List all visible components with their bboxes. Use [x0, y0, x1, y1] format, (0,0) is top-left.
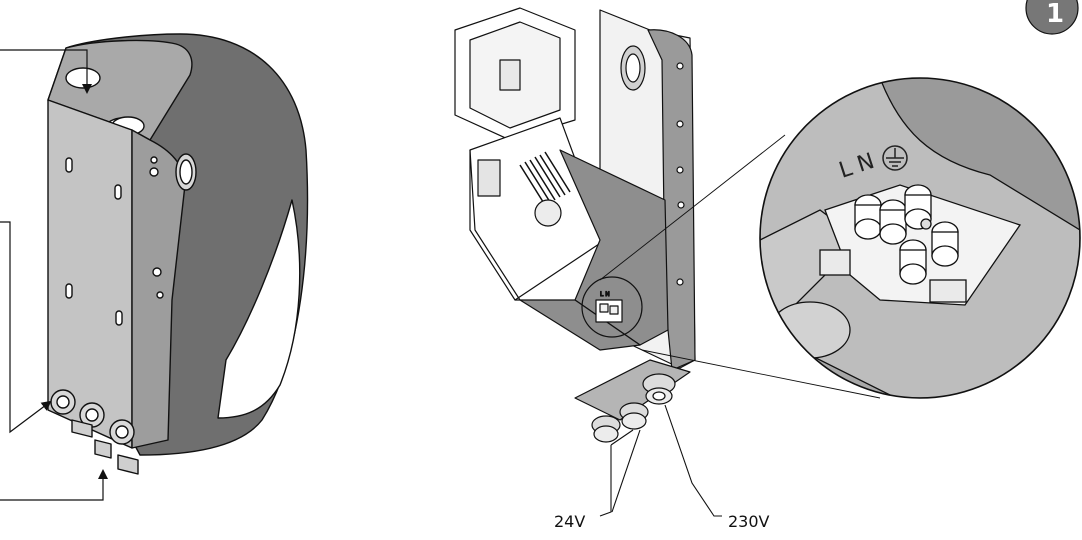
screw-hole	[149, 167, 159, 177]
side-plate	[647, 29, 696, 371]
svg-text:L N: L N	[600, 291, 610, 298]
label-24v: 24V	[554, 512, 585, 531]
housing-side-window	[217, 199, 301, 419]
mount-slot	[115, 310, 123, 326]
mount-slot	[114, 184, 122, 200]
step-number-badge: 1	[1025, 0, 1079, 35]
terminal-block-small: L N	[595, 290, 623, 323]
pointer-arrows-left	[0, 49, 108, 501]
arrow-top-entry	[0, 49, 92, 94]
screw-hole	[156, 291, 164, 299]
cable-glands-middle	[591, 373, 676, 443]
housing-top-face	[47, 39, 193, 141]
control-connector	[477, 159, 501, 197]
voltage-leaders	[599, 404, 722, 517]
zoom-lines	[599, 134, 881, 399]
open-unit-illustration: L N	[454, 7, 696, 443]
zoom-source-circle	[581, 276, 643, 338]
zoom-circle-border	[759, 77, 1081, 399]
gland-top-zoom	[769, 301, 851, 359]
step-number-text: 1	[1046, 0, 1064, 29]
arrow-rear-entry	[0, 221, 52, 434]
mount-slot	[65, 157, 73, 173]
zoom-detail: L N	[759, 77, 1081, 399]
label-230v: 230V	[728, 512, 770, 531]
top-cable-hole-1	[65, 67, 101, 89]
screw-hole	[152, 267, 162, 277]
knob	[534, 199, 562, 227]
cable-glands-left	[50, 389, 139, 475]
arrow-bottom-entry	[0, 469, 108, 501]
screw-hole	[150, 156, 158, 164]
terminal-mark-neutral: N	[854, 149, 877, 178]
heatsink-fins	[519, 151, 571, 206]
earth-ground-icon	[882, 145, 908, 171]
mount-slot	[65, 283, 73, 299]
terminal-block-zoom	[819, 184, 1022, 306]
closed-housing-illustration	[47, 33, 309, 475]
